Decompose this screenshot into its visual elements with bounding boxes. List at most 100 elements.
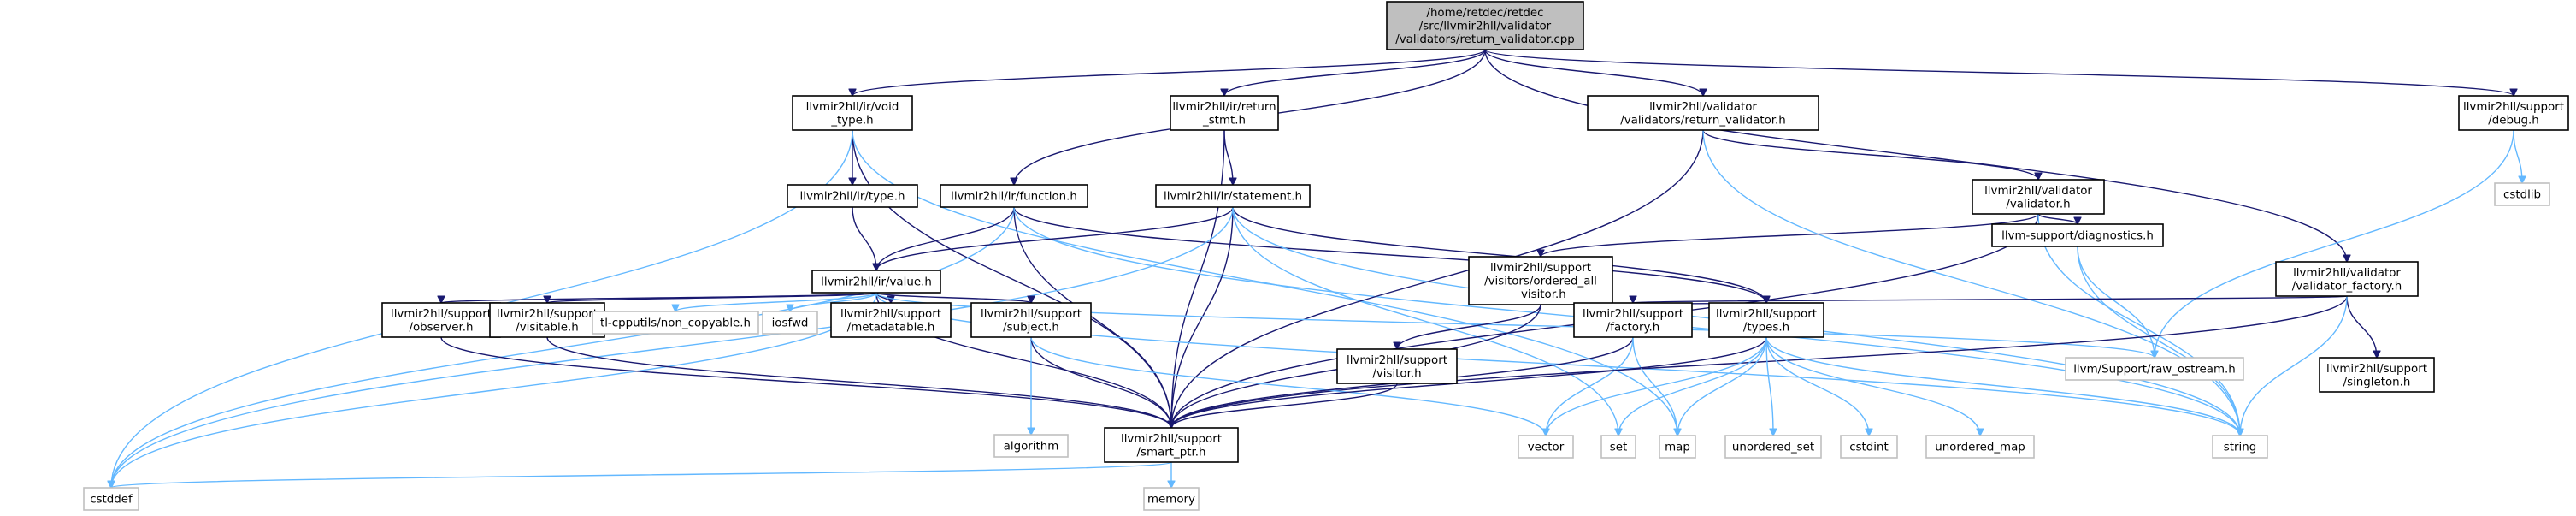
node-root[interactable]: /home/retdec/retdec/src/llvmir2hll/valid…	[1386, 1, 1584, 50]
node-box	[1573, 302, 1693, 338]
node-box	[1336, 348, 1458, 384]
node-label-line: llvmir2hll/validator	[1649, 101, 1757, 114]
node-label-line: _visitor.h	[1514, 288, 1566, 301]
node-ordered_all[interactable]: llvmir2hll/support/visitors/ordered_all_…	[1468, 256, 1613, 305]
node-label-line: llvmir2hll/support	[391, 308, 492, 321]
node-diagnostics[interactable]: llvm-support/diagnostics.h	[1991, 223, 2164, 247]
node-factory_h[interactable]: llvmir2hll/support/factory.h	[1573, 302, 1693, 338]
node-label-line: /visitable.h	[516, 321, 579, 334]
edge-function_h-to-types_h	[1013, 206, 1766, 303]
node-return_validator_h[interactable]: llvmir2hll/validator/validators/return_v…	[1587, 95, 1819, 131]
node-cstdint: cstdint	[1840, 435, 1898, 459]
node-box	[940, 184, 1088, 208]
node-label-line: /validators/return_validator.cpp	[1395, 33, 1574, 46]
node-label-line: /types.h	[1743, 321, 1789, 334]
node-label-line: llvmir2hll/support	[1490, 262, 1591, 275]
node-label-line: _type.h	[830, 114, 873, 127]
node-non_copyable: tl-cpputils/non_copyable.h	[592, 311, 759, 335]
edge-statement_h-to-cstddef	[111, 206, 1234, 488]
node-box	[381, 302, 501, 338]
edge-types_h-to-smart_ptr	[1171, 336, 1767, 428]
node-box	[1155, 184, 1311, 208]
node-box	[1600, 435, 1636, 459]
node-type_h[interactable]: llvmir2hll/ir/type.h	[787, 184, 918, 208]
node-label-line: /debug.h	[2488, 114, 2538, 127]
node-return_stmt[interactable]: llvmir2hll/ir/return_stmt.h	[1170, 95, 1279, 131]
edge-type_h-to-value_h	[852, 206, 876, 270]
node-subject[interactable]: llvmir2hll/support/subject.h	[970, 302, 1092, 338]
node-label-line: llvmir2hll/support	[2326, 363, 2427, 376]
node-label-line: cstddef	[90, 494, 133, 507]
edge-root-to-return_stmt	[1224, 49, 1486, 96]
edge-types_h-to-unordered_map	[1765, 336, 1980, 436]
edge-subject-to-vector	[1030, 336, 1546, 436]
node-value_h[interactable]: llvmir2hll/ir/value.h	[811, 270, 941, 294]
node-visitable[interactable]: llvmir2hll/support/visitable.h	[489, 302, 605, 338]
edge-types_h-to-unordered_set	[1765, 336, 1773, 436]
node-box	[787, 184, 918, 208]
node-label-line: /home/retdec/retdec	[1426, 7, 1543, 20]
node-singleton[interactable]: llvmir2hll/support/singleton.h	[2319, 357, 2435, 393]
node-label-line: llvmir2hll/ir/value.h	[821, 276, 932, 289]
node-label-line: /src/llvmir2hll/validator	[1419, 21, 1552, 33]
node-label-line: cstdint	[1849, 442, 1889, 454]
node-box	[1991, 223, 2164, 247]
node-observer[interactable]: llvmir2hll/support/observer.h	[381, 302, 501, 338]
edge-observer-to-smart_ptr	[440, 336, 1171, 428]
edge-root-to-validator_factory	[1484, 49, 2347, 262]
node-algorithm: algorithm	[993, 434, 1069, 458]
node-box	[811, 270, 941, 294]
node-label-line: llvmir2hll/validator	[2293, 267, 2401, 280]
node-memory: memory	[1143, 487, 1200, 511]
node-box	[489, 302, 605, 338]
edge-root-to-void_type	[852, 49, 1486, 97]
node-validator_factory[interactable]: llvmir2hll/validator/validator_factory.h	[2275, 261, 2419, 297]
node-label-line: set	[1610, 442, 1627, 454]
node-box	[2065, 357, 2244, 381]
node-vector: vector	[1518, 435, 1574, 459]
edge-function_h-to-value_h	[876, 206, 1015, 270]
node-types_h[interactable]: llvmir2hll/support/types.h	[1708, 302, 1824, 338]
node-label-line: llvmir2hll/ir/void	[806, 101, 899, 114]
edge-visitable-to-smart_ptr	[546, 336, 1171, 428]
node-iosfwd: iosfwd	[762, 311, 818, 335]
node-box	[1468, 256, 1613, 305]
node-label-line: /validator_factory.h	[2292, 280, 2402, 293]
node-visitor_h[interactable]: llvmir2hll/support/visitor.h	[1336, 348, 1458, 384]
node-label-line: string	[2224, 442, 2256, 454]
node-map: map	[1659, 435, 1696, 459]
node-label-line: unordered_map	[1935, 442, 2025, 454]
edge-validator_factory-to-factory_h	[1633, 296, 2348, 303]
node-box	[762, 311, 818, 335]
node-label-line: /observer.h	[409, 321, 473, 334]
node-label-line: /smart_ptr.h	[1137, 446, 1206, 459]
node-smart_ptr[interactable]: llvmir2hll/support/smart_ptr.h	[1104, 427, 1239, 463]
node-unordered_set: unordered_set	[1724, 435, 1822, 459]
edge-diagnostics-to-string	[2077, 246, 2240, 436]
node-function_h[interactable]: llvmir2hll/ir/function.h	[940, 184, 1088, 208]
node-box	[1724, 435, 1822, 459]
node-statement_h[interactable]: llvmir2hll/ir/statement.h	[1155, 184, 1311, 208]
node-label-line: llvmir2hll/ir/function.h	[951, 191, 1077, 204]
edge-validator_factory-to-smart_ptr	[1171, 295, 2348, 428]
node-debug[interactable]: llvmir2hll/support/debug.h	[2458, 95, 2569, 131]
node-validator_h[interactable]: llvmir2hll/validator/validator.h	[1972, 179, 2105, 215]
node-label-line: llvmir2hll/ir/return	[1172, 101, 1276, 114]
node-metadatable[interactable]: llvmir2hll/support/metadatable.h	[830, 302, 952, 338]
node-box	[1587, 95, 1819, 131]
edge-return_validator_h-to-validator_h	[1702, 129, 2038, 180]
node-label-line: iosfwd	[772, 317, 809, 330]
node-raw_ostream: llvm/Support/raw_ostream.h	[2065, 357, 2244, 381]
node-label-line: llvmir2hll/support	[1347, 354, 1447, 367]
node-label-line: llvm/Support/raw_ostream.h	[2073, 364, 2236, 377]
edge-value_h-to-visitable	[547, 292, 877, 303]
node-label-line: llvmir2hll/validator	[1984, 185, 2092, 198]
node-void_type[interactable]: llvmir2hll/ir/void_type.h	[792, 95, 913, 131]
edge-factory_h-to-vector	[1546, 336, 1634, 436]
edge-validator_factory-to-string	[2240, 295, 2348, 436]
node-string: string	[2212, 435, 2268, 459]
node-label-line: /singleton.h	[2343, 376, 2411, 388]
edge-statement_h-to-smart_ptr	[1171, 206, 1234, 428]
node-label-line: _stmt.h	[1202, 114, 1246, 127]
node-box	[2319, 357, 2435, 393]
